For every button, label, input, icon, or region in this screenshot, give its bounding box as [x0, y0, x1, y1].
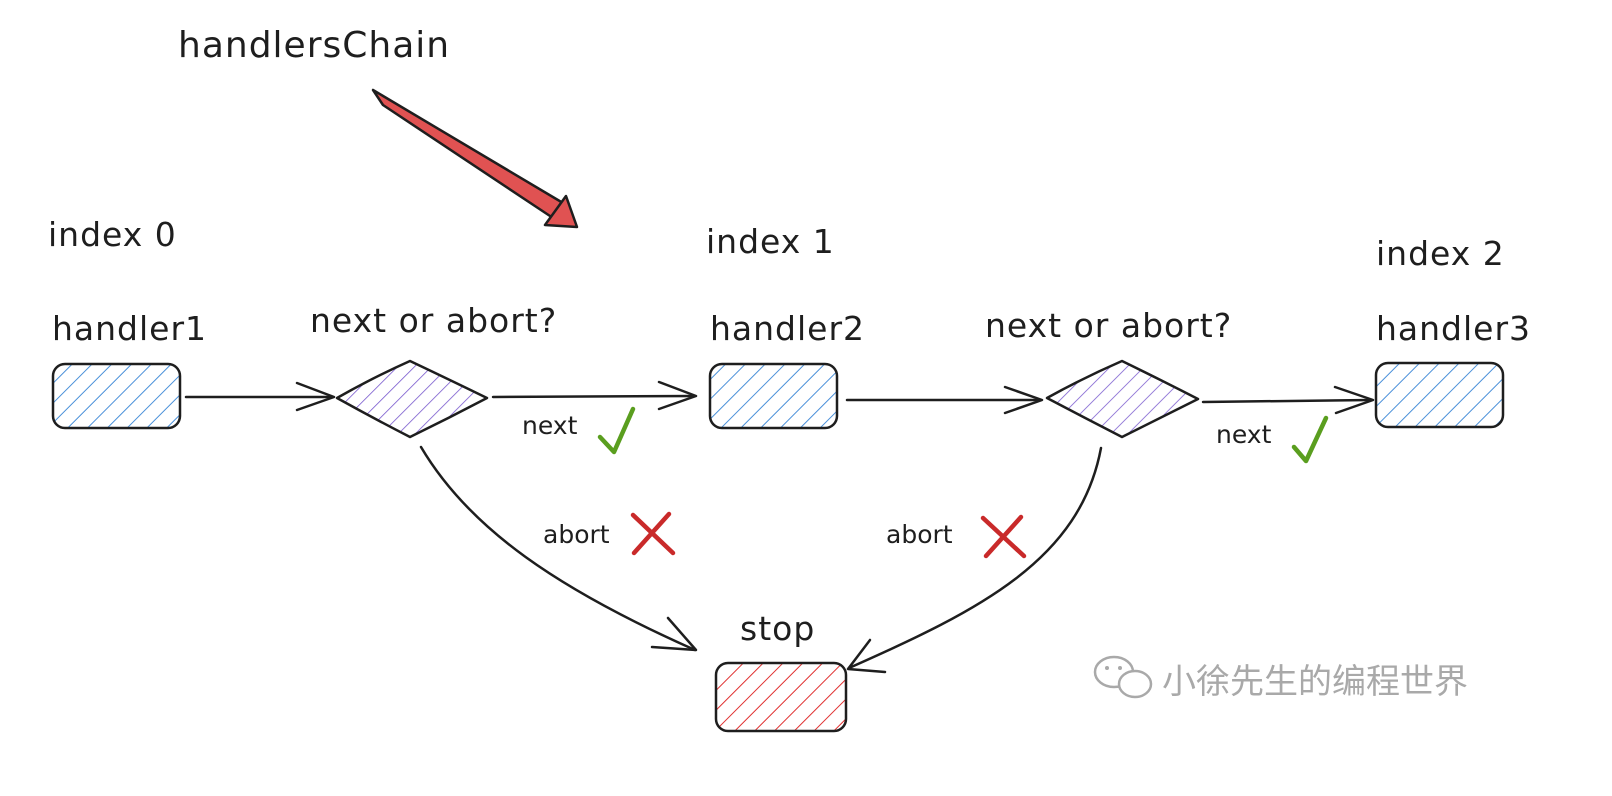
- wechat-icon: [1093, 655, 1153, 699]
- cross-icon: [980, 514, 1027, 559]
- decision-2-diamond: [1045, 359, 1200, 439]
- edge-abort-1-label: abort: [543, 520, 610, 549]
- diagram-title: handlersChain: [178, 25, 450, 66]
- handler2-label: handler2: [710, 309, 865, 348]
- handler1-box: [51, 362, 182, 430]
- check-icon: [597, 406, 636, 455]
- handler1-label: handler1: [52, 309, 207, 348]
- stop-box: [714, 661, 848, 733]
- check-icon: [1291, 415, 1329, 464]
- decision-1-label: next or abort?: [310, 301, 557, 340]
- arrow-decision2-to-handler3: [1201, 385, 1375, 415]
- arrow-decision1-to-handler2: [491, 380, 698, 411]
- arrow-decision1-to-stop: [419, 445, 698, 652]
- edge-abort-2-label: abort: [886, 520, 953, 549]
- handler3-label: handler3: [1376, 309, 1531, 348]
- index-2-label: index 2: [1376, 234, 1505, 273]
- index-1-label: index 1: [706, 222, 835, 261]
- arrow-handler2-to-decision2: [845, 385, 1044, 415]
- watermark-text: 小徐先生的编程世界: [1162, 662, 1468, 702]
- edge-next-2-label: next: [1216, 420, 1272, 449]
- decision-2-label: next or abort?: [985, 306, 1232, 345]
- cross-icon: [630, 511, 676, 556]
- edge-next-1-label: next: [522, 411, 578, 440]
- handler3-box: [1374, 361, 1505, 429]
- arrow-decision2-to-stop: [846, 446, 1103, 674]
- decision-1-diamond: [335, 359, 489, 439]
- arrow-handler1-to-decision1: [184, 381, 336, 412]
- chain-pointer-arrow: [371, 88, 579, 229]
- handler2-box: [708, 362, 839, 430]
- stop-label: stop: [740, 609, 815, 648]
- index-0-label: index 0: [48, 215, 177, 254]
